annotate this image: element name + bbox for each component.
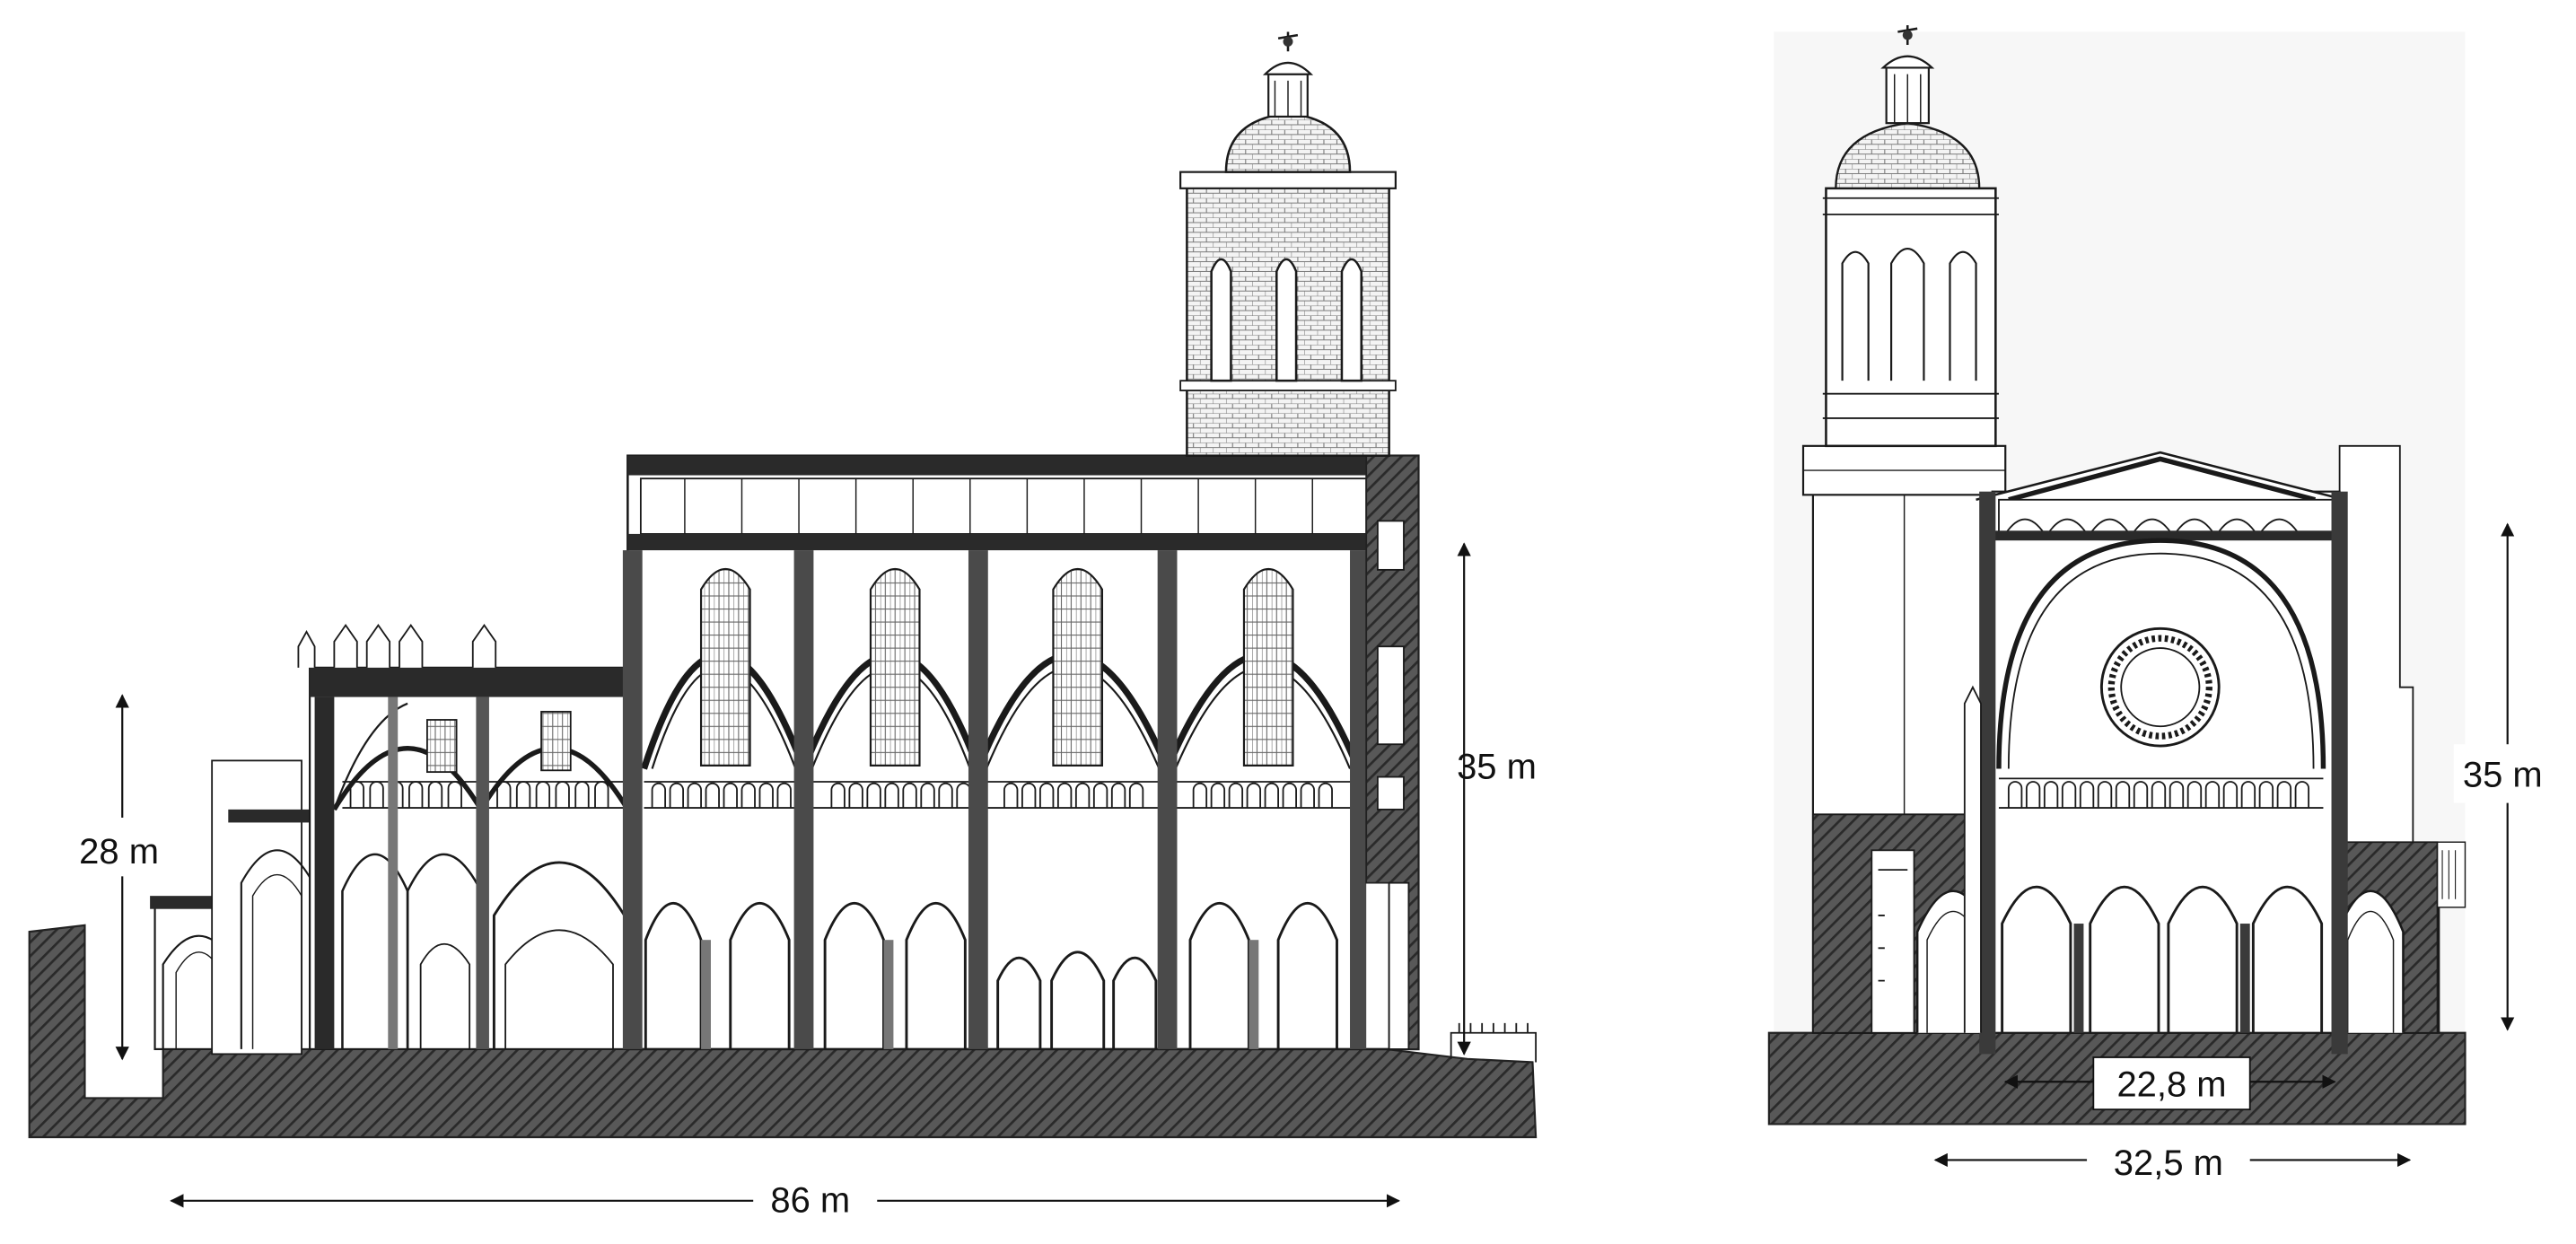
cross-section <box>1767 25 2466 1126</box>
nave-width-label-box <box>2092 1056 2251 1111</box>
side-height-label: 28 m <box>79 832 159 872</box>
longitudinal-section <box>28 31 1538 1139</box>
nave-height-label: 35 m <box>1457 747 1537 786</box>
longitudinal-dimensions <box>115 542 1471 1208</box>
total-width-label: 32,5 m <box>2114 1143 2223 1183</box>
total-length-label: 86 m <box>770 1181 850 1221</box>
cross-height-label: 35 m <box>2463 755 2543 794</box>
nave-width-label: 22,8 m <box>2116 1065 2226 1105</box>
